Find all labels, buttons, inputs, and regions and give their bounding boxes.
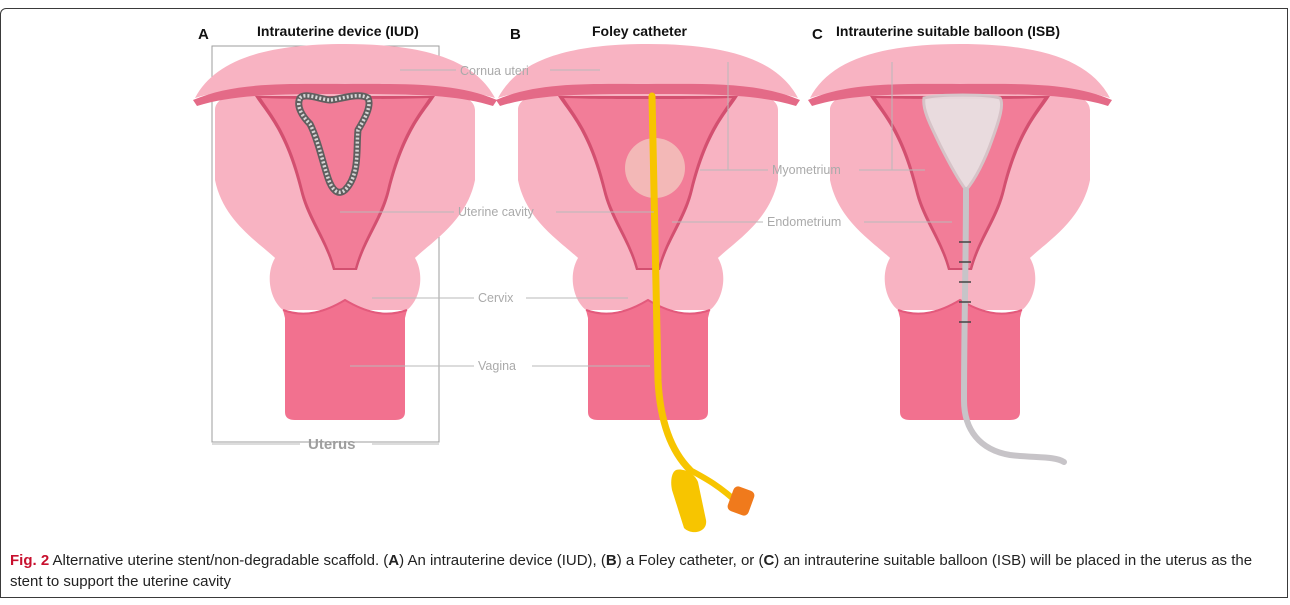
caption-ref-a: A <box>388 552 399 569</box>
panel-b-title: Foley catheter <box>592 23 687 39</box>
caption-ref-c: C <box>763 552 774 569</box>
figure-caption: Fig. 2 Alternative uterine stent/non-deg… <box>10 550 1280 592</box>
caption-text-1: Alternative uterine stent/non-degradable… <box>49 552 388 569</box>
panel-a-title: Intrauterine device (IUD) <box>257 23 419 39</box>
uterus-label: Uterus <box>308 436 356 453</box>
uterus-illustration-b <box>496 44 800 420</box>
label-cervix: Cervix <box>478 291 514 305</box>
panel-b-letter: B <box>510 26 521 43</box>
label-uterine-cavity: Uterine cavity <box>458 205 534 219</box>
figure-number: Fig. 2 <box>10 552 49 569</box>
label-cornua-uteri: Cornua uteri <box>460 64 529 78</box>
foley-cap <box>726 485 756 517</box>
label-endometrium: Endometrium <box>767 215 841 229</box>
label-vagina: Vagina <box>478 359 516 373</box>
caption-text-3: ) a Foley catheter, or ( <box>617 552 764 569</box>
panel-a-letter: A <box>198 26 209 43</box>
caption-ref-b: B <box>606 552 617 569</box>
caption-text-2: ) An intrauterine device (IUD), ( <box>399 552 606 569</box>
panel-c-letter: C <box>812 26 823 43</box>
label-myometrium: Myometrium <box>772 163 841 177</box>
panel-c-title: Intrauterine suitable balloon (ISB) <box>836 23 1060 39</box>
uterine-stent-diagram: A Intrauterine device (IUD) Uterus B Fol… <box>0 0 1290 545</box>
